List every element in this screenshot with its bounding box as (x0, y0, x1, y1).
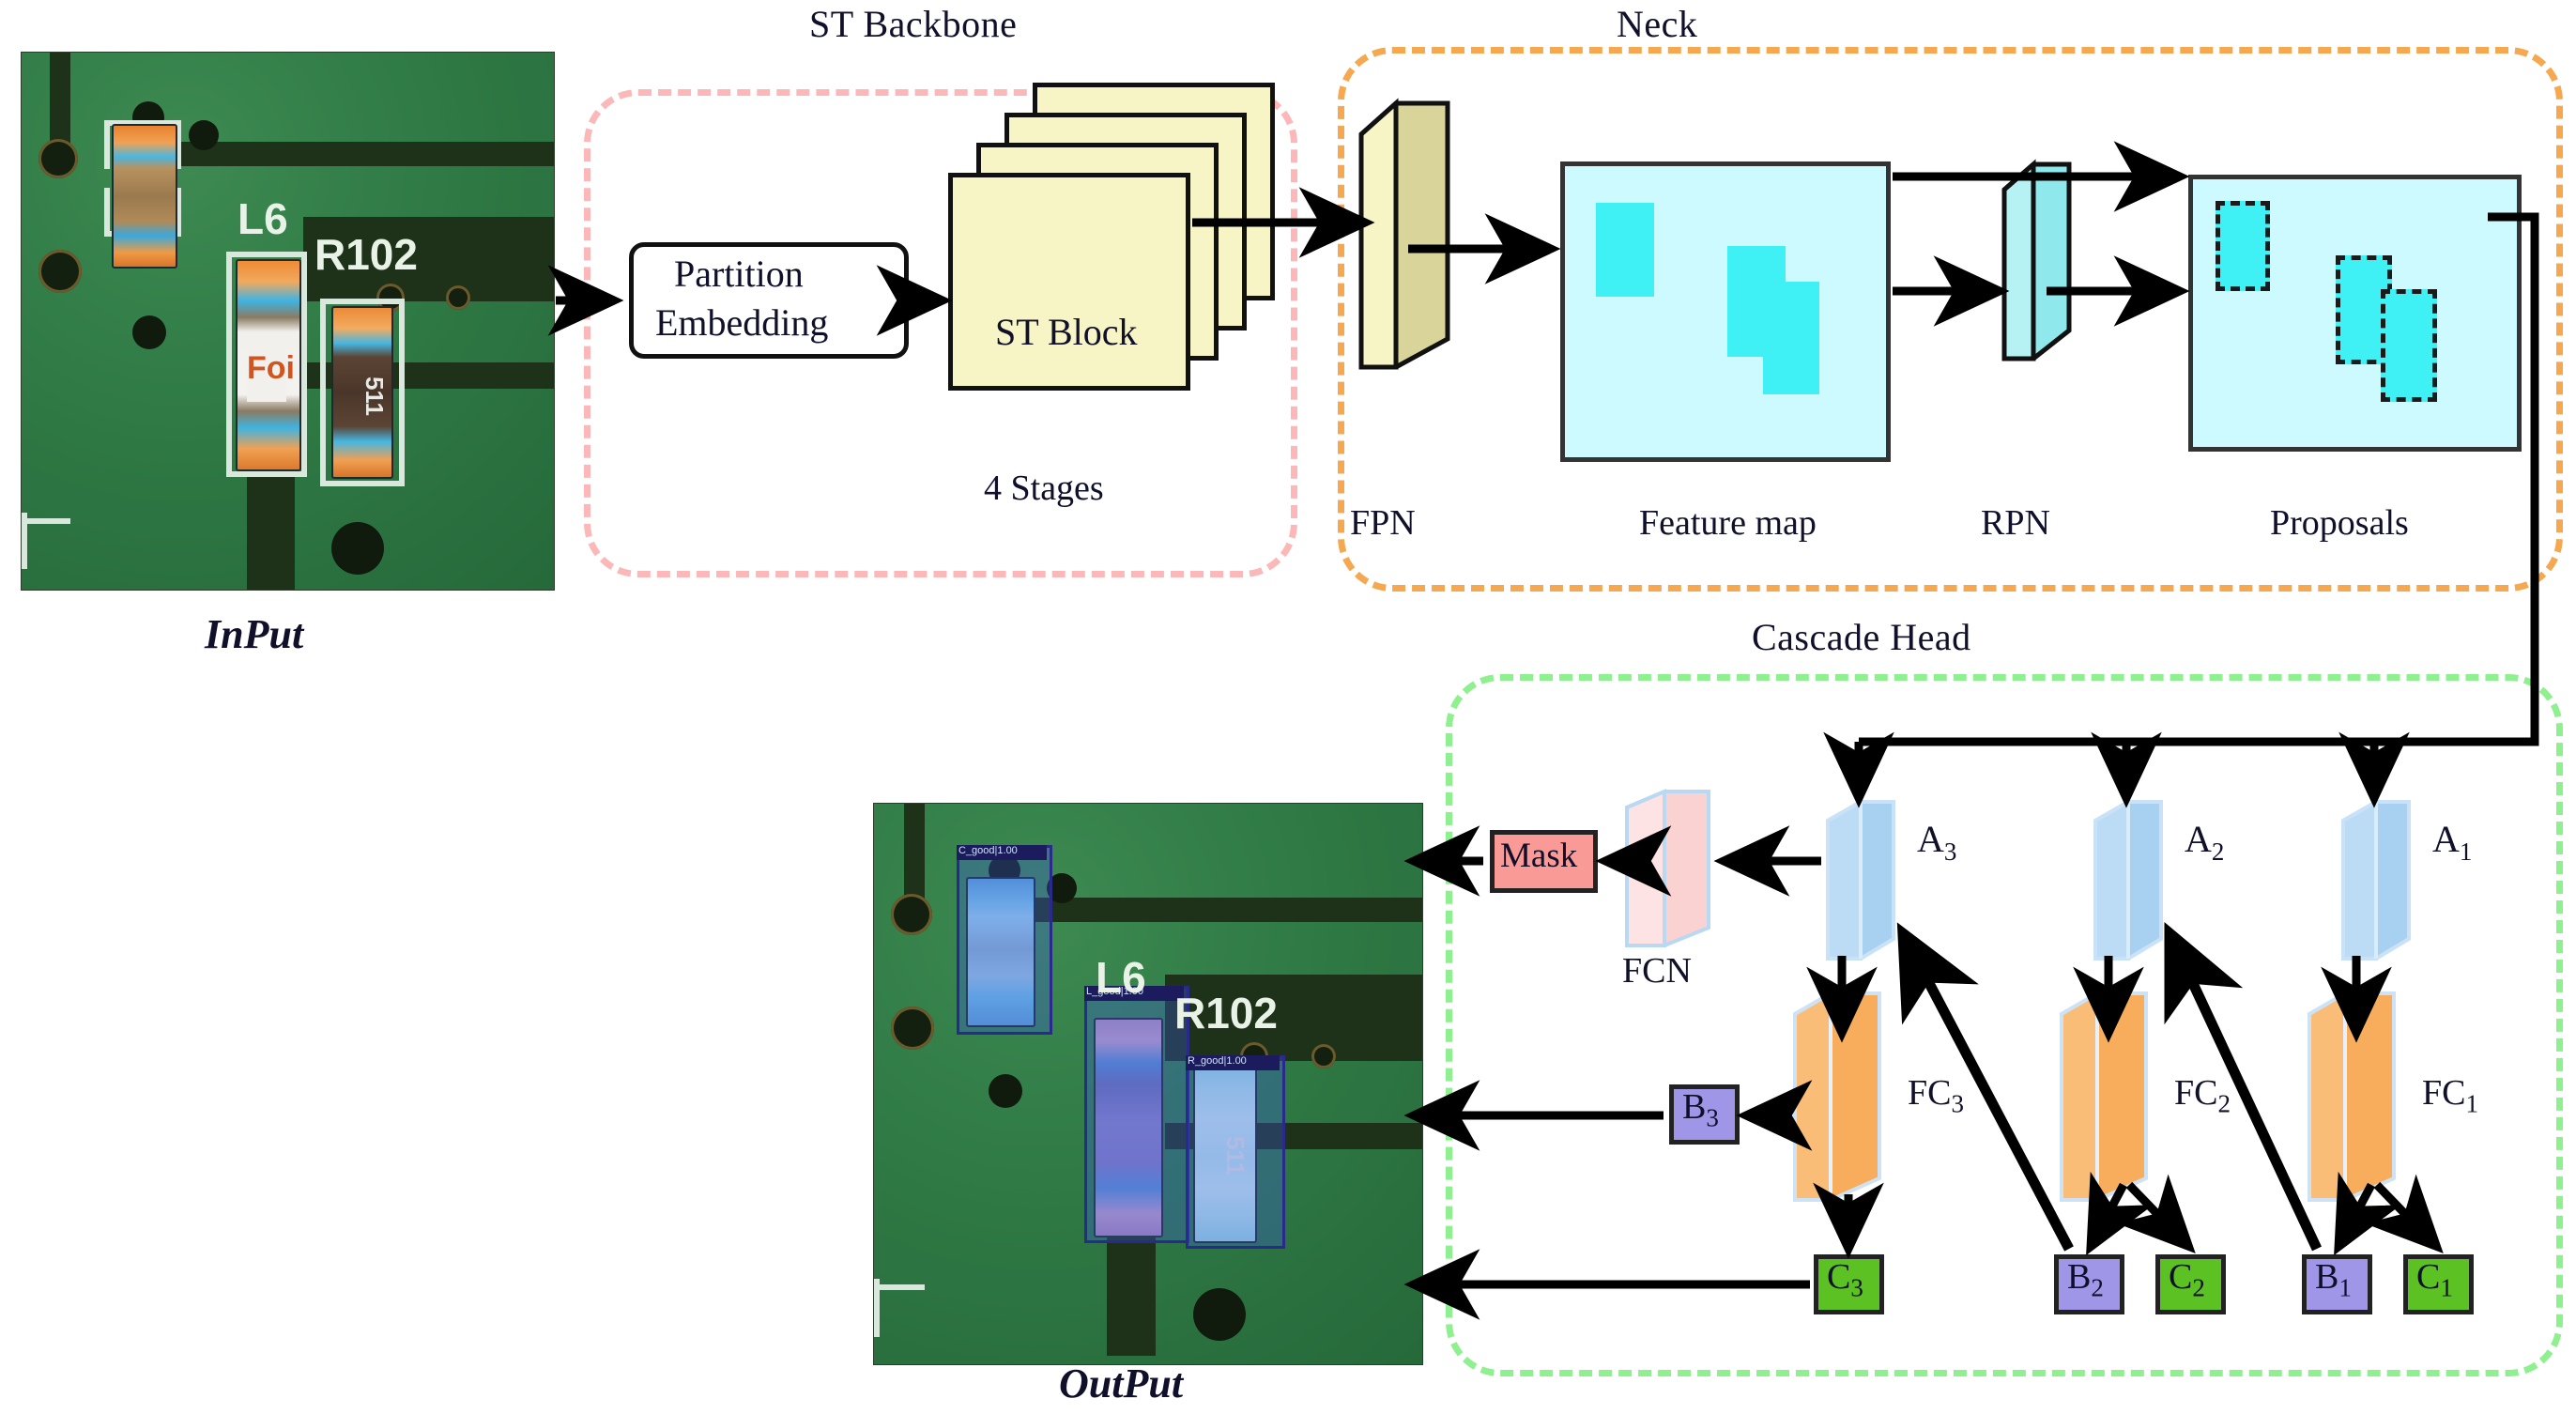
fc2-sub: 2 (2217, 1089, 2231, 1118)
output-caption: OutPut (1059, 1360, 1184, 1406)
roi-a1-label: A1 (2432, 817, 2472, 867)
bbox-b2-label: B2 (2067, 1256, 2104, 1303)
fc3-label: FC3 (1908, 1072, 1964, 1119)
bbox-b2-box (2054, 1254, 2124, 1314)
cls-c2-letter: C (2169, 1257, 2193, 1297)
bbox-b1-label: B1 (2315, 1256, 2352, 1303)
group-title-neck: Neck (1617, 3, 1698, 45)
cls-c1-box (2403, 1254, 2474, 1314)
roi-a3-letter: A (1917, 818, 1944, 860)
rpn-label: RPN (1981, 503, 2050, 543)
output-image: 511 C_good|1.00 L_good|1.00 R_good|1.00 … (873, 803, 1423, 1365)
output-silk-l6: L6 (1096, 953, 1146, 1002)
input-caption: InPut (205, 611, 304, 657)
mask-label: Mask (1500, 837, 1578, 875)
bbox-b2-sub: 2 (2091, 1273, 2104, 1302)
group-box-cascade-head (1446, 674, 2563, 1376)
input-silk-r102: R102 (314, 230, 418, 279)
cls-c2-label: C2 (2169, 1256, 2205, 1303)
cls-c2-sub: 2 (2192, 1273, 2205, 1302)
st-block-card-1 (948, 173, 1190, 391)
bbox-b1-letter: B (2315, 1257, 2339, 1297)
output-silk-r102: R102 (1174, 989, 1278, 1037)
partition-embedding-label-line2: Embedding (655, 301, 829, 344)
cls-c2-box (2155, 1254, 2226, 1314)
fpn-label: FPN (1350, 503, 1416, 543)
detection-tag-2: L_good|1.00 (1084, 986, 1184, 1001)
roi-a3-label: A3 (1917, 817, 1956, 867)
roi-a2-sub: 2 (2211, 838, 2225, 866)
proposal-region-3 (2381, 289, 2437, 402)
partition-embedding-label-line1: Partition (674, 253, 804, 295)
detection-tag-1: C_good|1.00 (957, 845, 1047, 860)
detection-box-3 (1186, 1055, 1285, 1249)
feature-map-blob-1 (1596, 203, 1654, 297)
bbox-b3-sub: 3 (1706, 1103, 1719, 1132)
roi-a3-sub: 3 (1943, 838, 1957, 866)
feature-map-blob-3 (1763, 282, 1819, 394)
fc2-label: FC2 (2174, 1072, 2231, 1119)
fc1-label: FC1 (2422, 1072, 2478, 1119)
st-block-label: ST Block (995, 311, 1138, 353)
detection-box-1 (957, 845, 1052, 1035)
bbox-b3-label: B3 (1682, 1086, 1719, 1133)
group-title-st-backbone: ST Backbone (809, 3, 1018, 45)
bbox-b3-box (1669, 1084, 1740, 1145)
input-silk-l6: L6 (238, 194, 288, 243)
bbox-b2-letter: B (2067, 1257, 2092, 1297)
roi-a1-letter: A (2432, 818, 2460, 860)
fc1-sub: 1 (2465, 1089, 2478, 1118)
bbox-b1-box (2302, 1254, 2372, 1314)
bbox-b3-letter: B (1682, 1087, 1707, 1127)
group-box-neck (1338, 47, 2563, 592)
fc2-letters: FC (2174, 1073, 2218, 1113)
cls-c3-sub: 3 (1850, 1273, 1863, 1302)
stages-label: 4 Stages (984, 469, 1104, 508)
feature-map-label: Feature map (1639, 503, 1817, 543)
group-title-cascade-head: Cascade Head (1752, 616, 1971, 658)
fc3-letters: FC (1908, 1073, 1952, 1113)
cls-c1-letter: C (2416, 1257, 2441, 1297)
cls-c1-label: C1 (2416, 1256, 2453, 1303)
bbox-b1-sub: 1 (2338, 1273, 2352, 1302)
proposal-region-1 (2216, 201, 2270, 291)
roi-a1-sub: 1 (2459, 838, 2473, 866)
fc1-letters: FC (2422, 1073, 2466, 1113)
cls-c3-label: C3 (1827, 1256, 1863, 1303)
input-image: Foi 511 L6 R102 (21, 52, 555, 591)
cls-c3-letter: C (1827, 1257, 1851, 1297)
fc3-sub: 3 (1951, 1089, 1964, 1118)
proposals-label: Proposals (2270, 503, 2409, 543)
cls-c1-sub: 1 (2440, 1273, 2453, 1302)
roi-a2-letter: A (2185, 818, 2212, 860)
detection-tag-3: R_good|1.00 (1186, 1055, 1280, 1070)
roi-a2-label: A2 (2185, 817, 2224, 867)
fcn-label: FCN (1622, 951, 1692, 991)
